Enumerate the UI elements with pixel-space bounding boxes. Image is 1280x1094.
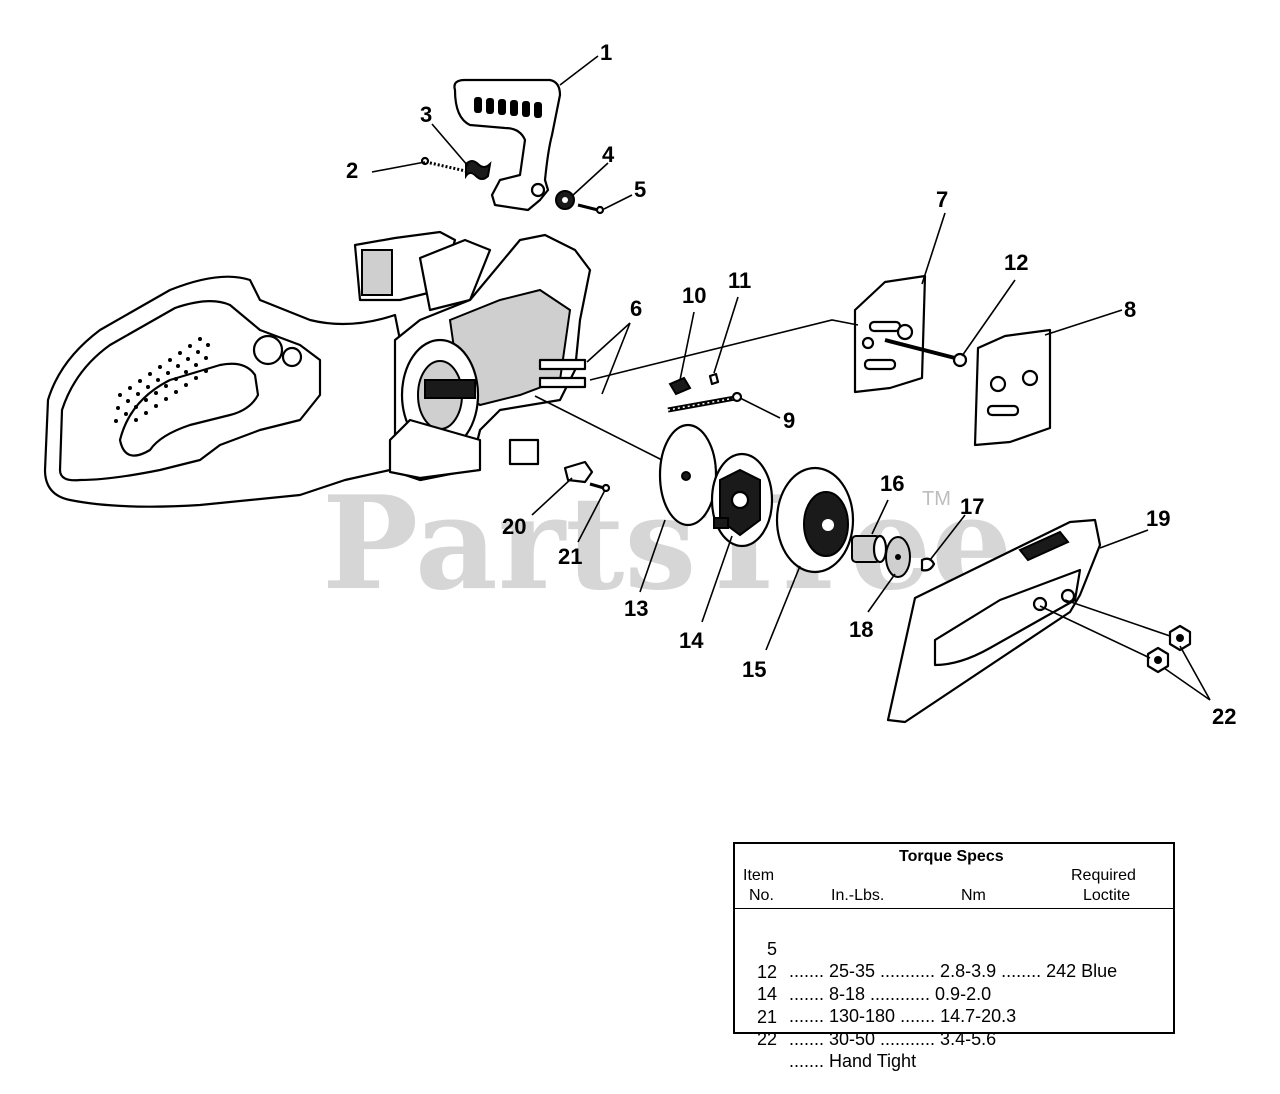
callout-1[interactable]: 1 xyxy=(600,40,612,65)
outer-bar-plate-part[interactable] xyxy=(853,274,927,394)
needle-bearing-part[interactable] xyxy=(851,534,888,564)
inner-bar-plate-part[interactable] xyxy=(973,328,1052,447)
row-values: ....... Hand Tight xyxy=(789,1051,917,1071)
header-no: No. xyxy=(749,887,774,904)
table-row: 22 ....... Hand Tight xyxy=(735,1006,1173,1071)
torque-specs-table: Torque Specs Item No. In.-Lbs. Nm Requir… xyxy=(733,842,1175,1071)
callout-7[interactable]: 7 xyxy=(936,187,948,212)
callout-22[interactable]: 22 xyxy=(1212,704,1236,729)
row-item: 12 xyxy=(756,961,777,982)
screw-part-21[interactable] xyxy=(589,482,611,493)
washer-part-4[interactable] xyxy=(555,190,575,210)
bar-nut-part-2[interactable] xyxy=(1146,646,1170,674)
callout-labels: 1 2 3 4 5 6 7 8 9 10 11 12 13 14 15 16 1… xyxy=(346,40,1236,729)
screw-part-12[interactable] xyxy=(884,338,968,368)
callout-20[interactable]: 20 xyxy=(502,514,526,539)
callout-16[interactable]: 16 xyxy=(880,471,904,496)
watermark-tm: TM xyxy=(922,488,951,510)
callout-6[interactable]: 6 xyxy=(630,296,642,321)
pin-part-11[interactable] xyxy=(708,372,720,386)
clutch-part[interactable] xyxy=(710,452,774,548)
bar-nut-part-1[interactable] xyxy=(1168,624,1192,652)
header-divider xyxy=(735,908,1173,909)
callout-17[interactable]: 17 xyxy=(960,494,984,519)
table-row: 14 ....... 130-180 ....... 14.7-20.3 xyxy=(735,961,1173,1026)
row-values: ....... 25-35 ........... 2.8-3.9 ......… xyxy=(789,961,1118,981)
washer-part-18[interactable] xyxy=(885,536,911,578)
chain-tensioner-part-10[interactable] xyxy=(668,376,692,396)
callout-19[interactable]: 19 xyxy=(1146,506,1170,531)
callout-3[interactable]: 3 xyxy=(420,102,432,127)
row-item: 14 xyxy=(756,984,777,1004)
oil-pump-cap-part[interactable] xyxy=(563,460,594,484)
clutch-plate-part[interactable] xyxy=(658,423,718,527)
header-in-lbs: In.-Lbs. xyxy=(831,887,885,904)
leader-lines xyxy=(371,55,1211,701)
screw-part-5[interactable] xyxy=(577,203,605,215)
row-item: 21 xyxy=(756,1006,777,1027)
row-values: ....... 130-180 ....... 14.7-20.3 xyxy=(789,1006,1017,1026)
callout-14[interactable]: 14 xyxy=(679,628,704,653)
table-row: 5 ....... 25-35 ........... 2.8-3.9 ....… xyxy=(735,916,1173,981)
callout-11[interactable]: 11 xyxy=(728,268,751,293)
adjusting-screw-part[interactable] xyxy=(667,391,743,413)
torque-specs-title: Torque Specs xyxy=(899,848,1004,865)
header-loctite: Loctite xyxy=(1083,887,1131,904)
sprocket-cover-part[interactable] xyxy=(886,518,1102,724)
header-nm: Nm xyxy=(961,887,986,904)
callout-8[interactable]: 8 xyxy=(1124,297,1136,322)
table-row: 21 ....... 30-50 ........... 3.4-5.6 xyxy=(735,984,1173,1049)
crankcase-housing[interactable] xyxy=(43,230,592,508)
clutch-drum-part[interactable] xyxy=(775,466,855,574)
callout-15[interactable]: 15 xyxy=(742,657,766,682)
header-required: Required xyxy=(1071,867,1136,884)
callout-18[interactable]: 18 xyxy=(849,617,873,642)
callout-9[interactable]: 9 xyxy=(783,408,795,433)
row-item: 5 xyxy=(766,939,777,959)
row-values: ....... 30-50 ........... 3.4-5.6 xyxy=(789,1028,997,1049)
callout-12[interactable]: 12 xyxy=(1004,250,1028,275)
spring-part[interactable] xyxy=(465,160,492,180)
hand-guard-part[interactable] xyxy=(453,78,562,212)
row-item: 22 xyxy=(756,1029,777,1049)
torque-rows: 5 ....... 25-35 ........... 2.8-3.9 ....… xyxy=(735,916,1173,1071)
callout-4[interactable]: 4 xyxy=(602,142,615,167)
callout-13[interactable]: 13 xyxy=(624,596,648,621)
callout-21[interactable]: 21 xyxy=(558,544,582,569)
vent-holes xyxy=(114,337,210,423)
table-row: 12 ....... 8-18 ............ 0.9-2.0 xyxy=(735,939,1173,1004)
e-clip-part[interactable] xyxy=(920,557,936,572)
header-item: Item xyxy=(743,867,775,884)
callout-2[interactable]: 2 xyxy=(346,158,358,183)
row-values: ....... 8-18 ............ 0.9-2.0 xyxy=(789,983,992,1004)
callout-10[interactable]: 10 xyxy=(682,283,706,308)
callout-5[interactable]: 5 xyxy=(634,177,646,202)
